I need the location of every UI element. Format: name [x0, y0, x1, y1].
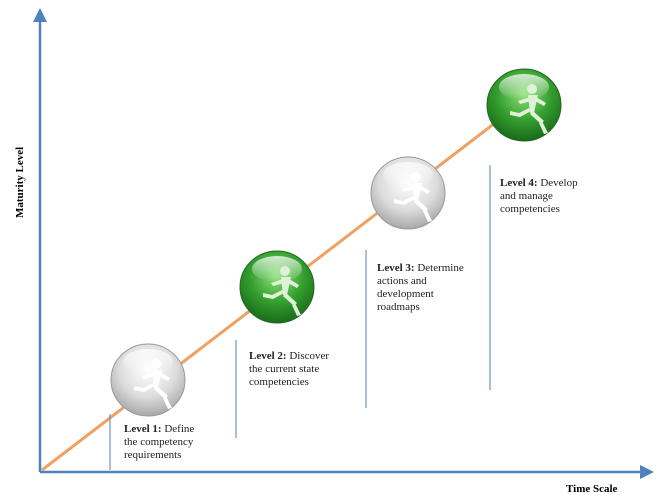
level-3-title: Level 3:: [377, 262, 415, 274]
level-4-title: Level 4:: [500, 177, 538, 189]
level-3-text: Determine actions and development roadma…: [377, 262, 464, 313]
level-3-description: Level 3: Determine actions and developme…: [377, 262, 487, 314]
x-axis-label: Time Scale: [566, 483, 618, 495]
level-1-button: [110, 343, 186, 417]
y-axis: [33, 8, 47, 472]
level-4-description: Level 4: Develop and manage competencies: [500, 177, 610, 216]
level-4-button: [486, 68, 562, 142]
level-2-button: [239, 250, 315, 324]
y-axis-label: Maturity Level: [14, 146, 26, 218]
level-2-text: Discover the current state competencies: [249, 350, 330, 388]
level-1-text: Define the competency requirements: [124, 423, 195, 461]
x-axis: [40, 465, 654, 479]
level-1-title: Level 1:: [124, 423, 162, 435]
level-2-title: Level 2:: [249, 350, 287, 362]
level-1-description: Level 1: Define the competency requireme…: [124, 423, 234, 462]
level-4-text: Develop and manage competencies: [500, 177, 578, 215]
level-2-description: Level 2: Discover the current state comp…: [249, 350, 359, 389]
level-3-button: [370, 156, 446, 230]
